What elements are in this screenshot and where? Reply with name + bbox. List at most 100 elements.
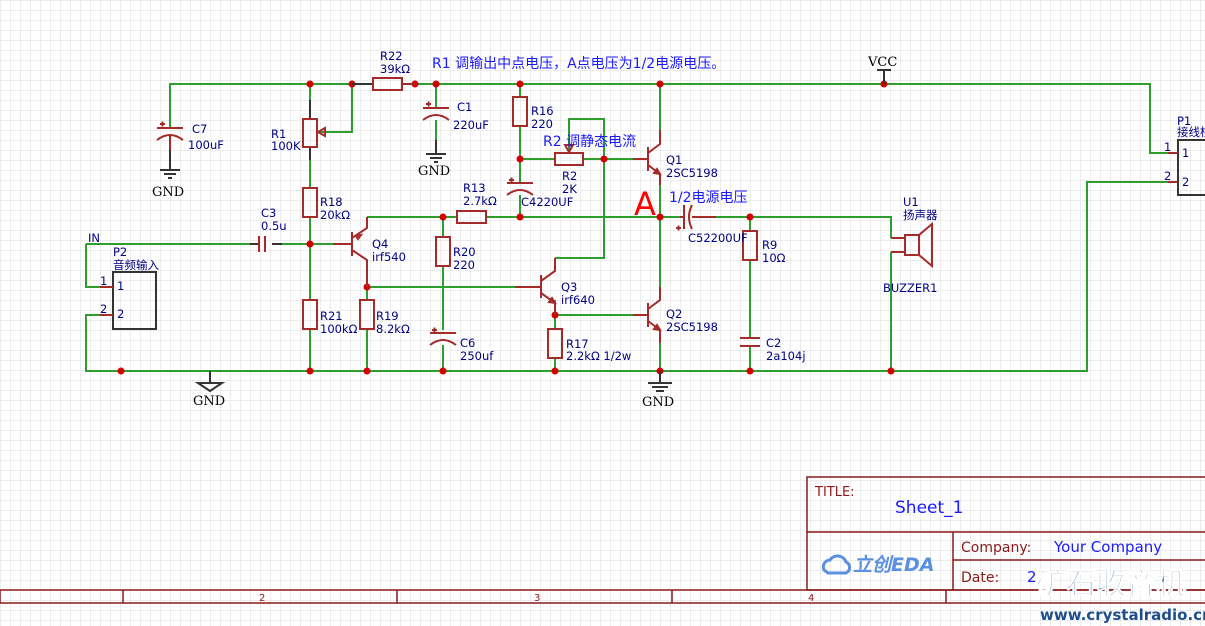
p1-pin1-number: 1 — [1164, 140, 1171, 154]
resistor-r9[interactable] — [742, 230, 758, 261]
q1-ref: Q1 — [666, 153, 682, 167]
company-label: Company: — [961, 540, 1031, 556]
transistor-q3[interactable] — [515, 258, 557, 315]
note-r1: R1 调输出中点电压，A点电压为1/2电源电压。 — [432, 56, 725, 72]
q2-ref: Q2 — [666, 307, 682, 321]
r16-ref: R16 — [531, 104, 554, 118]
connector-p1[interactable] — [1168, 139, 1205, 196]
capacitor-c7[interactable] — [156, 121, 184, 179]
resistor-r13[interactable] — [456, 210, 487, 224]
transistor-q4[interactable] — [333, 217, 368, 287]
vcc-symbol — [877, 69, 891, 84]
wires — [85, 83, 1168, 372]
transistor-q1[interactable] — [633, 130, 662, 185]
capacitor-c5[interactable] — [676, 204, 716, 231]
c6-ref: C6 — [460, 336, 475, 350]
p2-pin1-name: 1 — [117, 279, 124, 293]
r9-ref: R9 — [762, 238, 777, 252]
r19-value: 8.2kΩ — [376, 322, 410, 336]
lceda-logo: 立创EDA — [821, 554, 934, 576]
capacitor-c1[interactable] — [422, 101, 450, 163]
r17-value: 2.2kΩ 1/2w — [566, 349, 631, 363]
resistor-r20[interactable] — [435, 236, 451, 267]
r22-ref: R22 — [380, 49, 403, 63]
capacitor-c3[interactable] — [250, 236, 282, 252]
note-half-vcc: 1/2电源电压 — [669, 190, 748, 206]
r20-value: 220 — [453, 258, 475, 272]
p1-pin1-name: 1 — [1182, 146, 1189, 160]
c2-ref: C2 — [766, 336, 781, 350]
gnd-label: GND — [193, 394, 225, 409]
ground-symbol — [194, 371, 226, 393]
title-block: TITLE: Sheet_1 Company: Your Company Dat… — [0, 476, 1205, 604]
title-label: TITLE: — [814, 485, 855, 500]
resistor-r22[interactable] — [352, 77, 415, 91]
logo-text: 立创EDA — [853, 554, 934, 576]
note-r2: R2 调静态电流 — [543, 134, 636, 150]
q3-ref: Q3 — [561, 280, 577, 294]
r2-ref: R2 — [562, 169, 577, 183]
capacitor-c2[interactable] — [740, 337, 760, 347]
zone-label: 2 — [259, 593, 265, 604]
u1-name: BUZZER1 — [883, 281, 937, 295]
u1-value: 扬声器 — [903, 208, 938, 222]
connector-p2[interactable] — [100, 271, 157, 330]
date-value: 2 — [1027, 568, 1037, 586]
p1-value: 接线柱 — [1177, 125, 1205, 139]
in-label: IN — [88, 231, 100, 245]
r16-value: 220 — [531, 117, 553, 131]
q3-value: irf640 — [561, 293, 595, 307]
c1-value: 220uF — [453, 118, 489, 132]
c7-value: 100uF — [188, 138, 224, 152]
c2-value: 2a104j — [766, 349, 806, 363]
potentiometer-r2[interactable] — [554, 144, 584, 166]
transistor-q2[interactable] — [633, 287, 662, 343]
resistor-r16[interactable] — [512, 96, 528, 127]
zone-label: 4 — [808, 593, 814, 604]
c4-label: C4220UF — [521, 195, 573, 209]
gnd-label: GND — [152, 185, 184, 200]
potentiometer-r1[interactable] — [302, 100, 326, 160]
r20-ref: R20 — [453, 245, 476, 259]
r9-value: 10Ω — [762, 251, 786, 265]
speaker-u1[interactable] — [891, 221, 933, 269]
q1-value: 2SC5198 — [666, 166, 718, 180]
resistor-r21[interactable] — [302, 299, 318, 330]
q4-ref: Q4 — [372, 237, 388, 251]
gnd-label: GND — [642, 395, 674, 410]
p2-pin2-number: 2 — [100, 302, 107, 316]
r13-value: 2.7kΩ — [463, 194, 497, 208]
watermark-text: 矿石收音机 — [1036, 567, 1186, 602]
p2-pin2-name: 2 — [117, 307, 124, 321]
r22-value: 39kΩ — [380, 62, 410, 76]
c3-ref: C3 — [261, 206, 276, 220]
gnd-label: GND — [418, 164, 450, 179]
resistor-r18[interactable] — [302, 187, 318, 218]
watermark: 矿石收音机 www.crystalradio.cn — [1036, 567, 1205, 625]
r1-ref: R1 — [271, 127, 286, 141]
c7-ref: C7 — [192, 122, 207, 136]
p2-ref: P2 — [113, 245, 127, 259]
c6-value: 250uf — [460, 349, 494, 363]
resistor-r19[interactable] — [359, 299, 375, 330]
r19-ref: R19 — [376, 309, 399, 323]
p2-value: 音频输入 — [113, 258, 159, 272]
c5-label: C52200UF — [688, 231, 748, 245]
sheet-title: Sheet_1 — [895, 498, 963, 518]
r21-ref: R21 — [320, 309, 343, 323]
p2-pin1-number: 1 — [100, 274, 107, 288]
p1-pin2-number: 2 — [1164, 169, 1171, 183]
company-value: Your Company — [1053, 538, 1162, 556]
watermark-url: www.crystalradio.cn — [1040, 606, 1205, 624]
c3-value: 0.5u — [261, 219, 287, 233]
resistor-r17[interactable] — [547, 328, 563, 359]
r13-ref: R13 — [463, 181, 486, 195]
r18-value: 20kΩ — [320, 208, 350, 222]
ground-symbol — [648, 371, 672, 392]
p1-ref: P1 — [1177, 114, 1191, 128]
capacitor-c6[interactable] — [429, 327, 457, 346]
u1-ref: U1 — [903, 195, 919, 209]
capacitor-c4[interactable] — [506, 177, 534, 196]
